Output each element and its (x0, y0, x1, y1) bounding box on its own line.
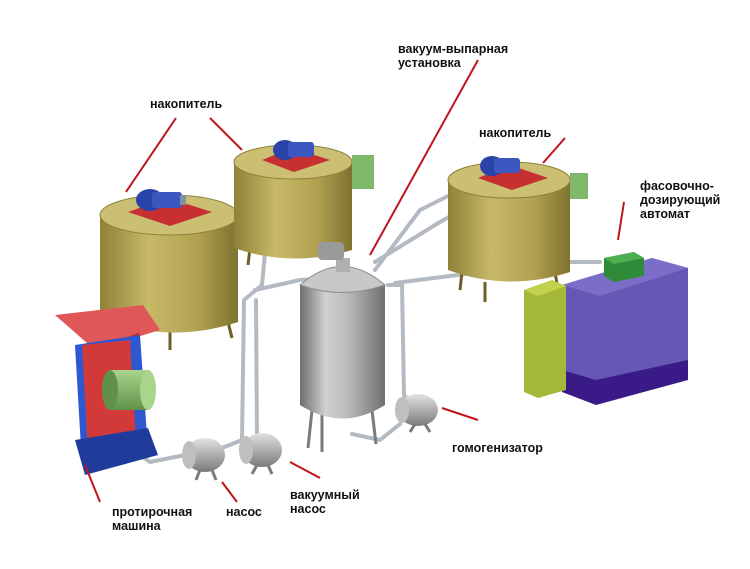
label-filler-line2: дозирующий (640, 193, 720, 207)
homogenizer (395, 394, 438, 433)
vacuum-evaporator (299, 242, 386, 452)
leader-storage-right (542, 137, 566, 164)
motor-icon (136, 189, 186, 211)
filling-machine (524, 252, 688, 405)
label-wiper-line2: машина (112, 519, 162, 533)
label-vacuum-pump-line2: насос (290, 502, 326, 516)
pipe-pump-riser (220, 283, 264, 450)
label-homogenizer: гомогенизатор (452, 441, 543, 455)
vacuum-pump (239, 433, 282, 475)
leader-wiper (84, 464, 101, 503)
leader-filler (617, 201, 625, 241)
pipework (138, 158, 602, 464)
pipe-to-homogenizer (386, 283, 412, 404)
pipe-homogenizer-return (350, 422, 402, 442)
leader-lines (84, 59, 625, 503)
label-filler-line1: фасовочно- (640, 179, 714, 193)
leader-pump (221, 481, 238, 503)
leader-storage-left-a (125, 117, 177, 193)
motor-icon (480, 156, 520, 176)
drum-icon (102, 370, 156, 410)
label-wiper-line1: протирочная (112, 505, 192, 519)
motor-icon (273, 140, 314, 160)
leader-storage-left-b (209, 117, 243, 151)
evaporator-motor-icon (318, 242, 344, 260)
leader-vacuum-pump (289, 461, 321, 479)
label-storage-right: накопитель (479, 126, 551, 140)
hopper-icon (55, 305, 160, 350)
label-evaporator-line1: вакуум-выпарная (398, 42, 508, 56)
label-storage-left: накопитель (150, 97, 222, 111)
pipe-vacuum-line (254, 298, 259, 442)
tank-motor-box (570, 173, 588, 199)
pump (182, 438, 225, 481)
dosing-unit-box (604, 252, 644, 282)
storage-tank-middle (233, 140, 374, 266)
label-filler-line3: автомат (640, 207, 690, 221)
wiping-machine (55, 305, 160, 475)
storage-tank-right (447, 156, 588, 302)
leader-homogenizer (441, 407, 479, 421)
label-pump: насос (226, 505, 262, 519)
label-evaporator-line2: установка (398, 56, 462, 70)
tank-motor-box (352, 155, 374, 189)
leader-evaporator (369, 59, 479, 256)
label-vacuum-pump-line1: вакуумный (290, 488, 360, 502)
